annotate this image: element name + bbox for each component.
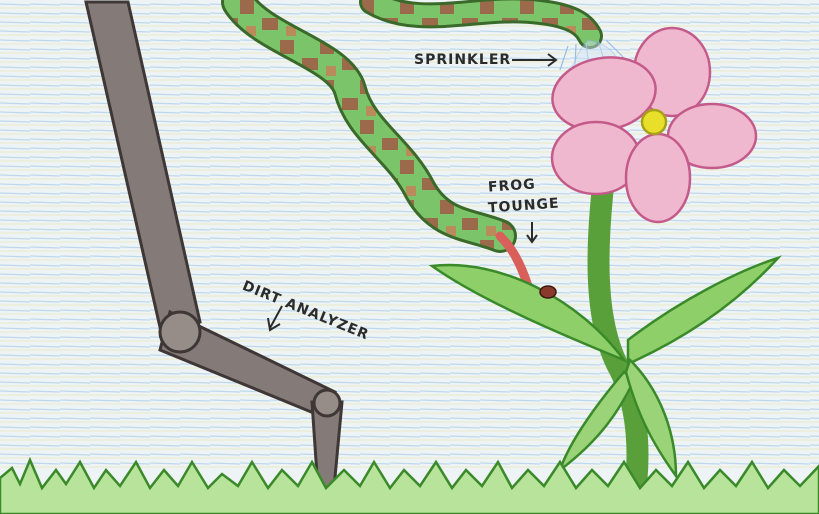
frog-tongue-arrow bbox=[527, 222, 537, 242]
sprinkler-arrow bbox=[512, 54, 556, 66]
dirt-analyzer-arrow bbox=[268, 306, 282, 330]
